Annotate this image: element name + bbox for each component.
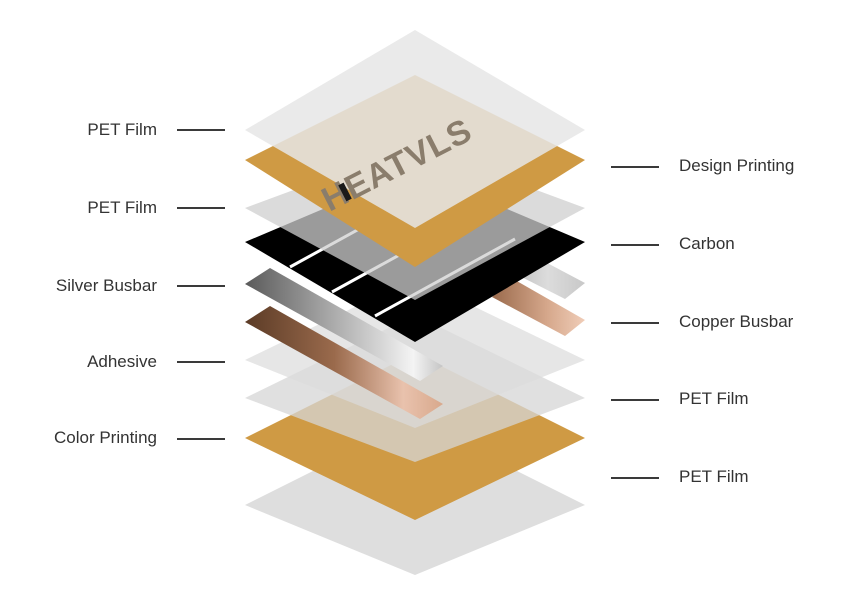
leader-pet-film-top xyxy=(177,129,225,131)
copper-busbar-left xyxy=(245,306,443,419)
copper-busbar-right xyxy=(492,280,585,336)
leader-copper-busbar xyxy=(611,322,659,324)
leader-color-printing xyxy=(177,438,225,440)
leader-design-printing xyxy=(611,166,659,168)
label-pet-film-bottom: PET Film xyxy=(679,467,749,486)
leader-pet-film-2 xyxy=(177,207,225,209)
label-silver-busbar: Silver Busbar xyxy=(55,276,157,295)
label-adhesive: Adhesive xyxy=(87,352,157,371)
leader-carbon xyxy=(611,244,659,246)
logo-accent-mark xyxy=(338,182,352,202)
leader-silver-busbar xyxy=(177,285,225,287)
label-design-printing: Design Printing xyxy=(679,156,795,175)
leader-pet-film-bottom xyxy=(611,477,659,479)
pet-film-top-layer xyxy=(245,30,585,228)
label-pet-film-2: PET Film xyxy=(87,198,157,217)
leader-pet-film-3 xyxy=(611,399,659,401)
label-color-printing: Color Printing xyxy=(54,428,157,447)
silver-busbar-left xyxy=(245,268,443,381)
label-copper-busbar: Copper Busbar xyxy=(679,312,794,331)
label-pet-film-3: PET Film xyxy=(679,389,749,408)
label-carbon: Carbon xyxy=(679,234,735,253)
label-pet-film-top: PET Film xyxy=(87,120,157,139)
leader-adhesive xyxy=(177,361,225,363)
